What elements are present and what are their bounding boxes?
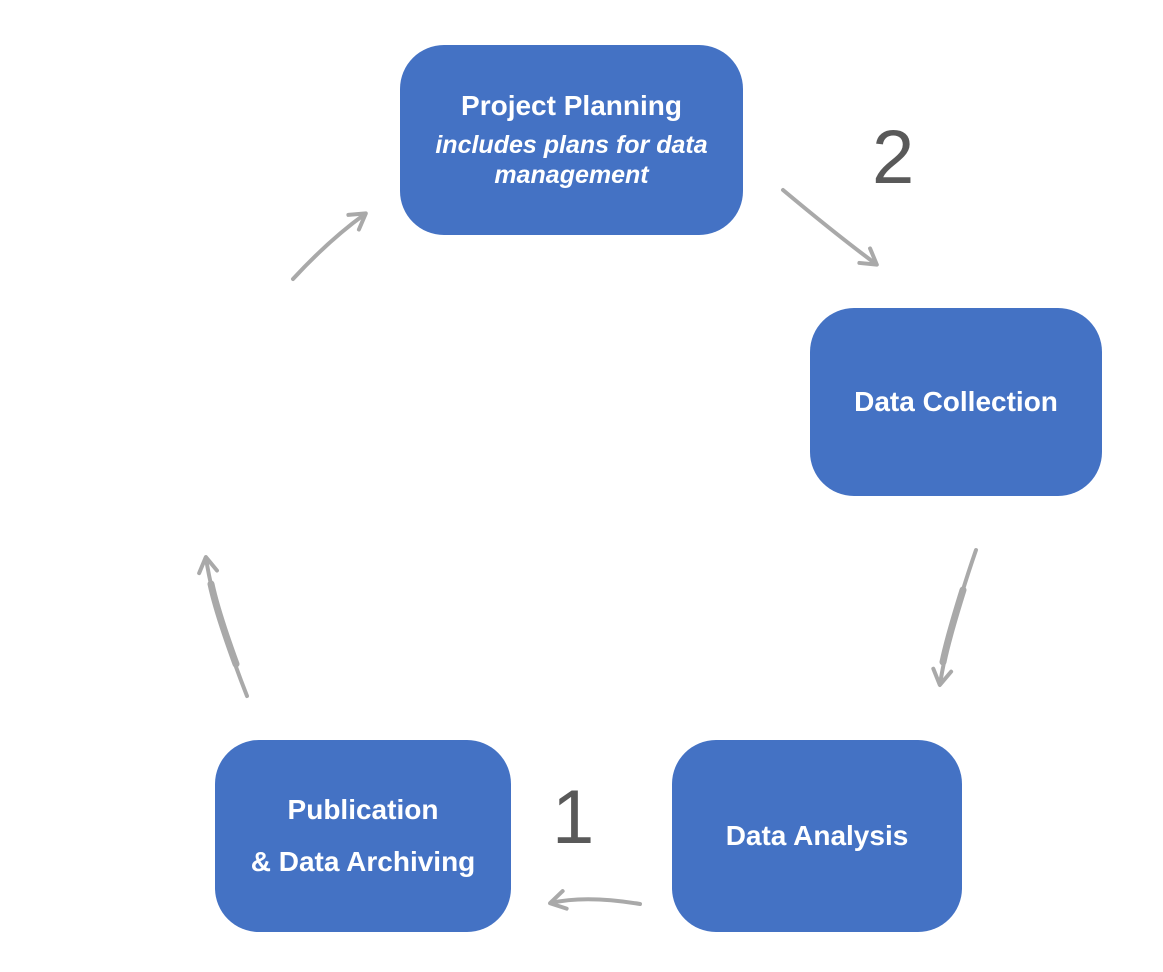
node-title: Project Planning: [461, 89, 682, 121]
node-publication-archiving: Publication & Data Archiving: [215, 740, 511, 932]
arrow-publication-to-planning-lower-taper: [207, 580, 240, 668]
arrow-publication-to-planning-lower: [197, 555, 249, 698]
arrow-collection-to-analysis: [931, 548, 978, 687]
node-subtitle: includes plans for data management: [435, 131, 708, 190]
arrow-analysis-to-publication: [548, 889, 642, 911]
arrow-collection-to-analysis-taper: [939, 586, 967, 666]
node-title: Data Collection: [854, 385, 1058, 417]
step-label-2: 2: [872, 115, 915, 200]
node-title: Data Analysis: [725, 819, 909, 851]
node-project-planning: Project Planning includes plans for data…: [400, 45, 743, 235]
node-title-line-1: Publication: [287, 794, 439, 825]
node-title-line-2: & Data Archiving: [250, 846, 476, 877]
step-label-1: 1: [552, 775, 595, 860]
arrow-planning-to-collection: [781, 188, 879, 267]
node-data-collection: Data Collection: [810, 308, 1102, 496]
node-data-analysis: Data Analysis: [672, 740, 962, 932]
arrow-publication-to-planning-upper: [291, 211, 368, 281]
